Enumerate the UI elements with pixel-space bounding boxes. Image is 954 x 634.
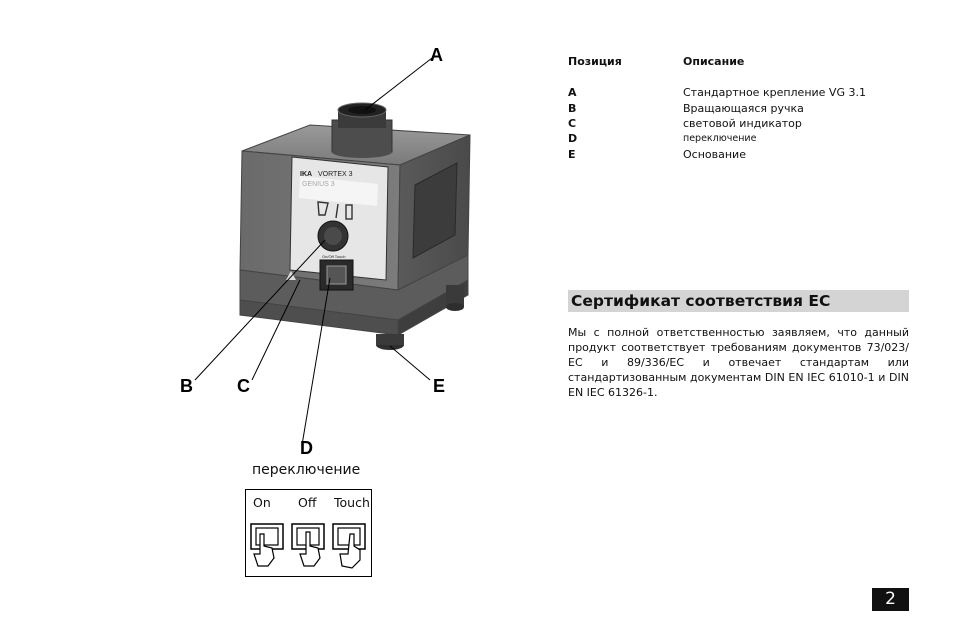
callout-d: D: [300, 438, 313, 458]
table-row-position: B: [568, 102, 577, 115]
device-illustration: IKA VORTEX 3 GENIUS 3 On/Off Touch: [150, 30, 480, 450]
page-number: 2: [872, 588, 909, 611]
table-row-description: Основание: [683, 148, 746, 161]
callout-b: B: [180, 376, 193, 396]
switch-on-label: On: [253, 495, 271, 510]
switch-caption: переключение: [252, 462, 361, 478]
certificate-title: Сертификат соответствия ЕС: [568, 290, 909, 312]
panel-model-line2: GENIUS 3: [302, 181, 335, 188]
table-row-description: переключение: [683, 133, 757, 144]
panel-brand: IKA: [300, 171, 312, 178]
table-row-description: Вращающаяся ручка: [683, 102, 804, 115]
table-header-position: Позиция: [568, 55, 622, 68]
panel-model-line1: VORTEX 3: [318, 171, 353, 178]
switch-off-label: Off: [298, 495, 317, 510]
switch-touch-label: Touch: [334, 495, 370, 510]
certificate-body: Мы с полной ответственностью заявляем, ч…: [568, 326, 909, 399]
table-row-description: Стандартное крепление VG 3.1: [683, 86, 866, 99]
switch-positions-diagram: On Off Touch: [245, 489, 372, 577]
table-row-position: C: [568, 117, 577, 130]
callout-a: A: [430, 45, 443, 65]
table-row-position: A: [568, 86, 577, 99]
table-row-position: D: [568, 132, 578, 145]
panel-switch-label: On/Off Touch: [322, 254, 345, 259]
table-row-position: E: [568, 148, 576, 161]
table-row-description: световой индикатор: [683, 117, 802, 130]
vortex-mixer-drawing: IKA VORTEX 3 GENIUS 3 On/Off Touch: [194, 57, 471, 446]
table-header-description: Описание: [683, 55, 745, 68]
callout-c: C: [237, 376, 250, 396]
callout-e: E: [433, 376, 446, 396]
finger-press-icons: [250, 523, 366, 569]
